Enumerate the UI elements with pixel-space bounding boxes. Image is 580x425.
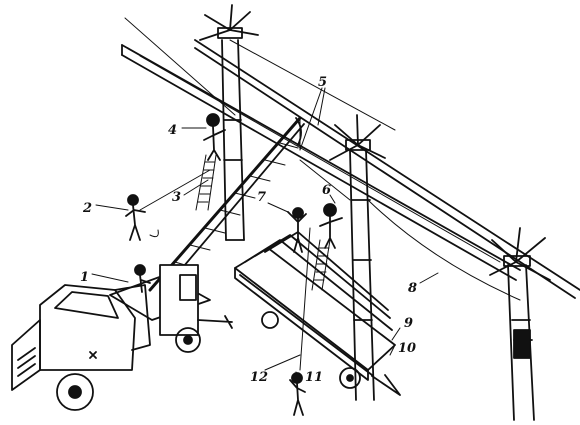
worker-7-signaller [287, 207, 307, 253]
callout-8: 8 [408, 281, 417, 296]
roof-girder-front [121, 44, 521, 281]
callout-labels: 1 2 3 4 5 6 7 8 9 10 11 12 [80, 75, 417, 385]
ladder-middle [311, 239, 331, 291]
column-left [199, 4, 259, 241]
callout-9: 9 [404, 316, 413, 331]
truck-crane [11, 264, 233, 411]
callout-11: 11 [305, 370, 323, 385]
ladder-left [195, 154, 217, 211]
worker-4-on-column [203, 113, 226, 161]
worker-2-ground-left [125, 194, 146, 241]
callout-7: 7 [257, 190, 266, 205]
callout-2: 2 [82, 201, 92, 216]
crane-boom [148, 116, 305, 293]
worker-1-crane-operator [134, 264, 151, 293]
callout-5: 5 [318, 75, 327, 90]
callout-4: 4 [168, 123, 177, 138]
trailer-with-elements [234, 231, 401, 396]
worker-11-ground [289, 372, 306, 416]
guide-ropes [124, 17, 521, 371]
callout-1: 1 [80, 270, 89, 285]
roof-girder-rear [194, 39, 580, 299]
callout-12: 12 [250, 370, 268, 385]
callout-10: 10 [398, 341, 416, 356]
column-right [489, 227, 551, 421]
worker-6-on-ladder [319, 203, 343, 249]
callout-3: 3 [172, 190, 181, 205]
callout-6: 6 [322, 183, 331, 198]
callout-leaders [91, 87, 439, 377]
